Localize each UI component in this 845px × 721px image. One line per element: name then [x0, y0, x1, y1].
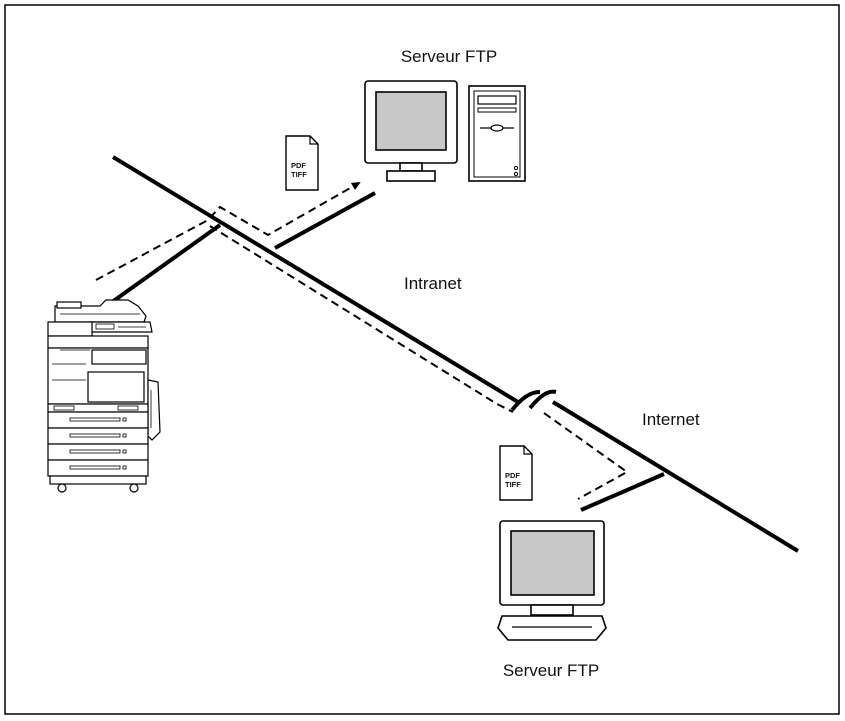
intranet-line [111, 155, 800, 553]
label-ftp-server-top: Serveur FTP [401, 47, 497, 66]
ftp-server-bottom-computer-icon [497, 520, 607, 641]
label-internet: Internet [642, 410, 700, 429]
branch-line-ftp-top [274, 191, 376, 250]
data-flow-path [95, 182, 629, 500]
document-icon-bottom: PDF TIFF [499, 445, 533, 501]
document-icon-top: PDF TIFF [285, 135, 319, 191]
branch-line-copier [96, 223, 222, 314]
document-type-pdf: PDF [505, 471, 520, 480]
label-ftp-server-bottom: Serveur FTP [503, 661, 599, 680]
branch-line-ftp-bottom [580, 472, 665, 512]
document-type-tiff: TIFF [291, 170, 307, 179]
label-intranet: Intranet [404, 274, 462, 293]
document-type-pdf: PDF [291, 161, 306, 170]
document-type-tiff: TIFF [505, 480, 521, 489]
ftp-server-top-computer-icon [364, 80, 526, 182]
copier-mfp-icon [47, 299, 161, 493]
